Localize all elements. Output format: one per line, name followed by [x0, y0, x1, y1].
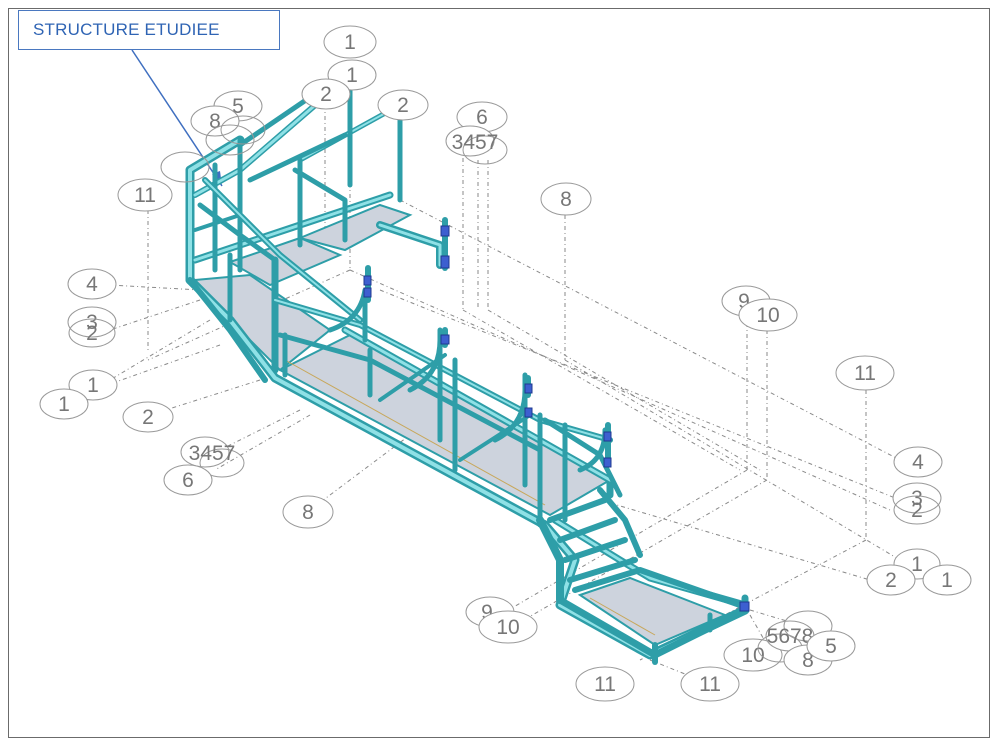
bubble-11-right: 11: [835, 355, 895, 391]
svg-text:2: 2: [86, 322, 98, 345]
bubble-1-top: 1: [323, 25, 377, 59]
bubble-2-top: 2: [301, 78, 351, 110]
bubble-8-top: 8: [190, 105, 240, 137]
svg-text:2: 2: [397, 94, 409, 117]
svg-text:9: 9: [481, 601, 493, 624]
svg-text:2: 2: [320, 83, 332, 106]
bubble-3457-left: 3457: [180, 436, 245, 478]
svg-text:4: 4: [912, 451, 924, 474]
anchor-plates: [363, 225, 750, 612]
svg-text:1: 1: [941, 569, 953, 592]
svg-text:9: 9: [738, 290, 750, 313]
bubble-4-left: 4: [67, 268, 117, 300]
svg-text:1: 1: [911, 553, 923, 576]
bubble-3-right: 3: [892, 482, 942, 514]
bubble-5-bottom: 5: [806, 630, 856, 662]
bubble-2-left-b: 2: [122, 401, 174, 433]
bubble-11-bottom-b: 11: [680, 666, 740, 702]
bubble-3-left: 3: [67, 306, 117, 338]
svg-text:3457: 3457: [452, 131, 499, 154]
svg-text:2: 2: [142, 406, 154, 429]
svg-text:10: 10: [741, 644, 764, 667]
svg-text:8: 8: [560, 188, 572, 211]
svg-text:6: 6: [476, 106, 488, 129]
svg-text:1: 1: [87, 374, 99, 397]
svg-text:10: 10: [496, 616, 519, 639]
svg-text:1: 1: [58, 393, 70, 416]
svg-text:8: 8: [302, 501, 314, 524]
bubble-3457-top: 3457: [445, 125, 508, 165]
drawing-frame: [8, 8, 990, 738]
bubble-11-left: 11: [117, 178, 173, 212]
grid-lines: [64, 62, 916, 681]
label-bubbles: 1 1 2 2 5 8 6 3457 11 8 4 3 2 1 1 2 3457…: [39, 25, 972, 702]
bubble-8-left: 8: [282, 495, 334, 529]
svg-text:5: 5: [825, 635, 837, 658]
svg-text:2: 2: [911, 499, 923, 522]
bubble-2-left: 2: [68, 318, 116, 348]
bubble-8-mid: 8: [540, 182, 592, 216]
structure-callout-box: STRUCTURE ETUDIEE: [18, 10, 280, 50]
bubble-2-top-right: 2: [377, 89, 429, 121]
bubble-1-left: 1: [68, 369, 118, 401]
svg-text:2: 2: [885, 569, 897, 592]
svg-text:1: 1: [344, 31, 356, 54]
svg-text:3: 3: [86, 311, 98, 334]
svg-text:6: 6: [182, 469, 194, 492]
bubble-2-right: 2: [893, 495, 941, 525]
svg-text:11: 11: [854, 362, 876, 385]
svg-text:5678: 5678: [767, 625, 814, 648]
svg-text:8: 8: [802, 649, 814, 672]
bubble-1-left-b: 1: [39, 388, 89, 420]
bubble-11-bottom-a: 11: [575, 666, 635, 702]
bubble-10-bottom: 10: [478, 610, 538, 644]
bubble-10-bottom-right: 10: [723, 638, 783, 672]
bubble-6-left: 6: [163, 464, 213, 496]
svg-text:3: 3: [911, 487, 923, 510]
svg-text:4: 4: [86, 273, 98, 296]
svg-text:11: 11: [134, 184, 156, 207]
svg-text:5: 5: [232, 95, 244, 118]
svg-text:10: 10: [756, 304, 779, 327]
svg-text:3457: 3457: [189, 442, 236, 465]
bubble-10-right: 10: [738, 298, 798, 332]
svg-text:11: 11: [594, 673, 616, 696]
svg-text:1: 1: [346, 64, 358, 87]
bubble-2-right-b: 2: [866, 564, 916, 596]
svg-text:11: 11: [699, 673, 721, 696]
bubble-4-right: 4: [893, 446, 943, 478]
bubble-1-right-b: 1: [922, 564, 972, 596]
callout-label: STRUCTURE ETUDIEE: [33, 20, 220, 39]
svg-text:8: 8: [209, 110, 221, 133]
bubble-5678-bottom: 5678: [757, 610, 833, 663]
